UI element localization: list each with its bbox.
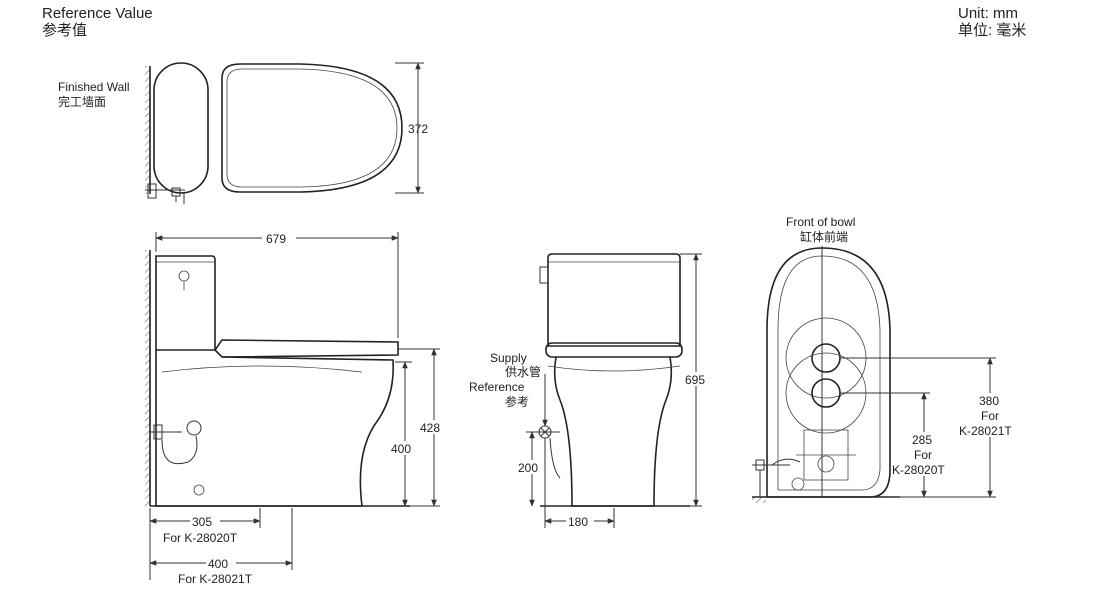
outlet-380-circle bbox=[811, 343, 841, 373]
outlet-285-dim: 285 bbox=[912, 433, 932, 447]
front-of-bowl-en: Front of bowl bbox=[786, 215, 855, 229]
reference-value-header: Reference Value 参考值 bbox=[42, 5, 153, 39]
outlet-380-for: For bbox=[981, 409, 999, 423]
bottom-supply-icon bbox=[752, 458, 801, 497]
front-body-outline bbox=[553, 356, 673, 507]
front-of-bowl-cn: 缸体前端 bbox=[800, 229, 848, 244]
reference-label-en: Reference bbox=[469, 380, 525, 394]
unit-header: Unit: mm 单位: 毫米 bbox=[958, 5, 1026, 39]
side-seat-outline bbox=[213, 339, 399, 358]
bolt-cap-icon bbox=[193, 484, 205, 496]
outlet-380-model: K-28021T bbox=[959, 424, 1012, 438]
rim-height-dim: 400 bbox=[391, 442, 411, 456]
total-height-dim: 695 bbox=[685, 373, 705, 387]
supply-label-cn: 供水管 bbox=[505, 364, 541, 379]
supply-hose-icon bbox=[150, 420, 202, 465]
side-view: 679 428 400 305 For K-28020T 400 For K-2… bbox=[145, 231, 446, 586]
supply-label-en: Supply bbox=[490, 351, 527, 365]
outlet-380-dim: 380 bbox=[979, 394, 999, 408]
supply-height-dim: 200 bbox=[518, 461, 538, 475]
front-lever-icon bbox=[539, 266, 549, 284]
front-view: Supply 供水管 Reference 参考 695 200 180 bbox=[469, 253, 710, 529]
valve-icon bbox=[145, 183, 185, 204]
rough-in-305-model: For K-28020T bbox=[163, 531, 238, 545]
seat-inner-outline bbox=[226, 68, 398, 188]
length-dim: 679 bbox=[266, 232, 286, 246]
rough-in-400-model: For K-28021T bbox=[178, 572, 253, 586]
unit-en: Unit: mm bbox=[958, 5, 1018, 22]
side-body-outline bbox=[155, 350, 395, 507]
seat-height-dim: 428 bbox=[420, 421, 440, 435]
side-wall-hatch bbox=[145, 250, 150, 506]
reference-label-cn: 参考 bbox=[505, 394, 529, 409]
finished-wall-label-cn: 完工墙面 bbox=[58, 94, 106, 109]
tank-top-outline bbox=[153, 62, 209, 194]
outlet-285-for: For bbox=[914, 448, 932, 462]
flush-lever-icon bbox=[178, 270, 190, 282]
depth-dim: 372 bbox=[408, 122, 428, 136]
unit-cn: 单位: 毫米 bbox=[958, 22, 1027, 39]
outlet-285-model: K-28020T bbox=[892, 463, 945, 477]
bowl-outer-outline bbox=[766, 247, 891, 498]
reference-value-en: Reference Value bbox=[42, 5, 153, 22]
front-tank-outline bbox=[547, 253, 681, 347]
finished-wall-hatch bbox=[145, 66, 150, 194]
side-tank-outline bbox=[155, 255, 216, 351]
supply-offset-dim: 180 bbox=[568, 515, 588, 529]
outlet-285-circle bbox=[811, 378, 841, 408]
rough-in-305-dim: 305 bbox=[192, 515, 212, 529]
top-view: Finished Wall 完工墙面 372 bbox=[58, 62, 428, 204]
bottom-view: Front of bowl 缸体前端 380 For K-28021T bbox=[752, 215, 1012, 503]
reference-value-cn: 参考值 bbox=[42, 22, 88, 39]
seat-top-outline bbox=[221, 63, 403, 193]
front-seat-outline bbox=[545, 342, 683, 358]
finished-wall-label-en: Finished Wall bbox=[58, 80, 130, 94]
rough-in-400-dim: 400 bbox=[208, 557, 228, 571]
